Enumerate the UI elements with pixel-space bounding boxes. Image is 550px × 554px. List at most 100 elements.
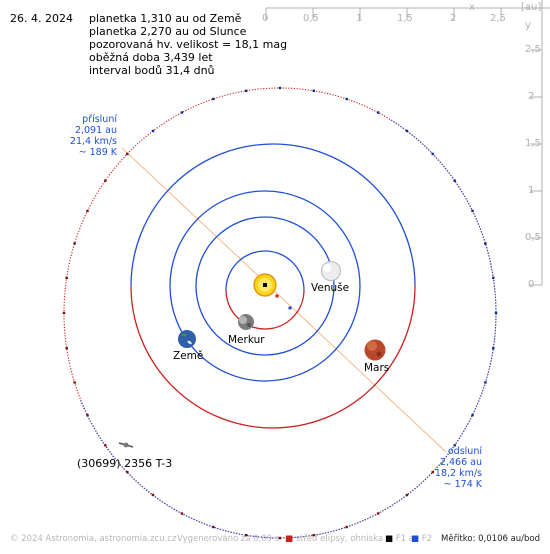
orbit-interval-point <box>405 493 409 497</box>
orbit-interval-point <box>65 276 68 279</box>
y-tick-1-5: 1,5 <box>525 138 541 149</box>
orbit-interval-point <box>86 413 89 417</box>
info-distance-earth: planetka 1,310 au od Země <box>89 12 242 25</box>
mercury-orbit <box>225 250 305 291</box>
footer-legend-center-text: střed elipsy, ohniska <box>295 534 384 544</box>
footer-scale: Měřítko: 0,0106 au/bod <box>441 534 541 544</box>
orbit-interval-point <box>471 209 474 213</box>
orbit-interval-point <box>405 129 409 133</box>
x-tick-1: 1 <box>356 13 363 24</box>
orbit-interval-point <box>484 381 487 384</box>
orbit-interval-point <box>345 97 348 101</box>
orbit-interval-point <box>151 493 155 497</box>
orbit-interval-point <box>245 89 248 92</box>
asteroid-orbit-below <box>79 119 497 539</box>
orbit-interval-point <box>65 347 68 350</box>
orbit-interval-point <box>453 179 456 182</box>
orbit-interval-point <box>312 534 315 537</box>
orbit-interval-point <box>312 89 315 92</box>
earth-planet <box>178 330 196 348</box>
aphelion-temperature: ~ 174 K <box>443 479 482 490</box>
mars-orbit <box>130 143 416 287</box>
info-interval: interval bodů 31,4 dnů <box>89 64 215 77</box>
orbit-interval-point <box>73 242 76 245</box>
orbit-interval-point <box>73 381 76 384</box>
asteroid-orbit-above <box>63 87 497 539</box>
axis-unit-label: [au] <box>521 2 542 13</box>
orbit-interval-point <box>62 311 66 315</box>
perihelion-title: přísluní <box>82 114 117 125</box>
asteroid-orbit-ticks <box>62 86 498 540</box>
orbit-interval-point <box>212 97 215 101</box>
footer-legend-f2: ■ F2 <box>411 534 433 544</box>
footer-legend-f2-text: F2 <box>421 534 433 544</box>
apsis-line <box>121 147 447 453</box>
orbit-interval-point <box>494 311 498 315</box>
venus-orbit-below <box>195 285 335 356</box>
perihelion-temperature: ~ 189 K <box>78 147 117 158</box>
footer-generated: Vygenerováno za 0,09 s <box>177 534 280 544</box>
orbit-interval-point <box>104 179 107 182</box>
orbit-interval-point <box>376 512 380 515</box>
orbit-interval-point <box>345 525 348 529</box>
x-scale-axis <box>265 7 550 20</box>
y-tick-1: 1 <box>528 185 535 196</box>
mercury-label: Merkur <box>228 334 265 346</box>
orbit-interval-point <box>86 209 89 213</box>
aphelion-distance: 2,466 au <box>439 457 482 468</box>
footer-legend-center: ■ střed elipsy, ohniska <box>285 534 384 544</box>
orbit-interval-point <box>278 536 282 540</box>
earth-label: Země <box>173 350 204 362</box>
orbit-interval-point <box>471 413 474 417</box>
y-tick-2: 2 <box>528 91 535 102</box>
y-scale-axis <box>530 0 543 286</box>
x-tick-1-5: 1,5 <box>397 13 413 24</box>
perihelion-label: přísluní 2,091 au 21,4 km/s ~ 189 K <box>70 114 117 158</box>
orbit-interval-point <box>484 242 487 245</box>
info-period: oběžná doba 3,439 let <box>89 51 213 64</box>
y-tick-0: 0 <box>528 279 535 290</box>
orbit-interval-point <box>492 276 495 279</box>
footer-legend-f1-text: F1 a <box>395 534 414 544</box>
footer-legend-f1: ■ F1 a <box>385 534 414 544</box>
venus-label: Venuše <box>311 282 350 294</box>
aphelion-label: odsluní 2,466 au 18,2 km/s ~ 174 K <box>435 446 482 490</box>
mars-planet <box>364 339 386 361</box>
orbit-interval-point <box>126 470 129 474</box>
earth-orbit-below <box>169 285 361 382</box>
ellipse-center-marker <box>275 294 279 298</box>
y-tick-0-5: 0,5 <box>525 232 541 243</box>
y-tick-2-5: 2,5 <box>525 44 541 55</box>
orbit-interval-point <box>151 129 155 133</box>
venus-orbit <box>195 216 335 287</box>
venus-planet <box>321 261 341 281</box>
mars-label: Mars <box>364 362 390 374</box>
x-tick-0-5: 0,5 <box>303 13 319 24</box>
orbit-interval-point <box>431 152 434 156</box>
mercury-planet <box>238 314 254 330</box>
orbit-interval-point <box>180 512 184 515</box>
asteroid-designation: (30699) 2356 T-3 <box>77 457 173 470</box>
x-tick-0: 0 <box>262 13 269 24</box>
orbit-interval-point <box>212 525 215 529</box>
orbit-interval-point <box>278 86 282 90</box>
info-distance-sun: planetka 2,270 au od Slunce <box>89 25 247 38</box>
mars-orbit-below <box>130 285 416 429</box>
y-axis-symbol: y <box>525 20 531 31</box>
orbit-interval-point <box>104 444 107 447</box>
date-label: 26. 4. 2024 <box>10 12 73 25</box>
info-magnitude: pozorovaná hv. velikost = 18,1 mag <box>89 38 288 51</box>
orbit-interval-point <box>492 347 495 350</box>
orbit-interval-point <box>431 470 434 474</box>
orbit-interval-point <box>453 444 456 447</box>
x-tick-2-5: 2,5 <box>490 13 506 24</box>
earth-orbit <box>169 190 361 287</box>
aphelion-title: odsluní <box>447 446 482 457</box>
aphelion-speed: 18,2 km/s <box>434 468 482 479</box>
x-tick-2: 2 <box>450 13 457 24</box>
focus-f2-marker <box>288 306 292 310</box>
orbit-interval-point <box>126 152 129 156</box>
orbit-interval-point <box>180 111 184 114</box>
